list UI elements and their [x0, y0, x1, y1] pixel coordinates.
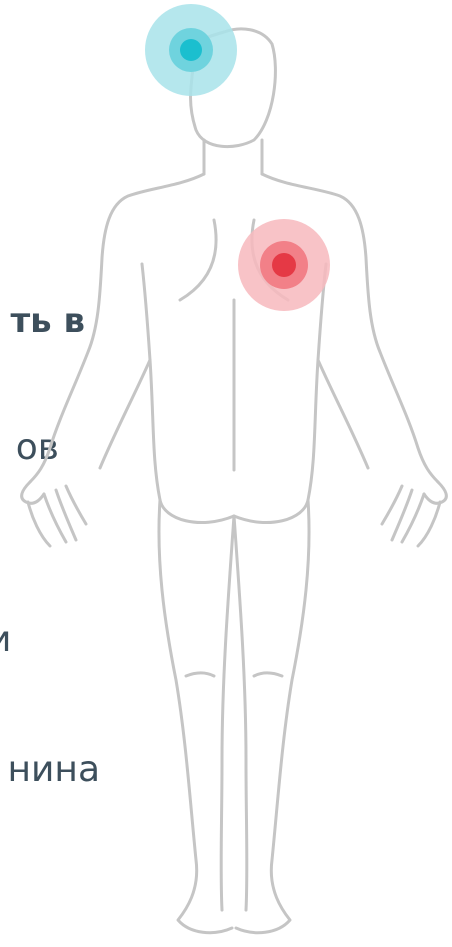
head-pain-marker: [145, 4, 237, 96]
shoulder-pain-marker: [238, 219, 330, 311]
torso-outline: [30, 174, 204, 482]
